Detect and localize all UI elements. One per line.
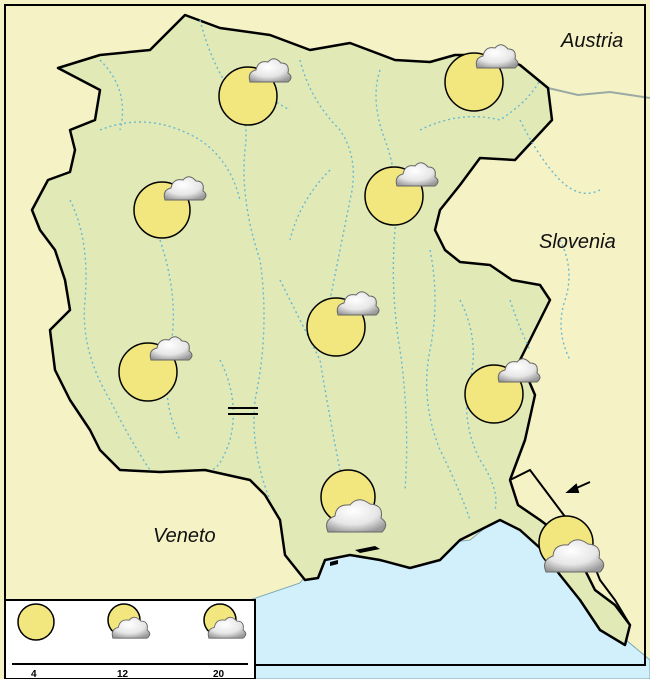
forecast-point [306, 291, 380, 357]
map-frame [4, 4, 646, 666]
lagoon-island [355, 546, 380, 553]
legend: 4 12 20 [4, 599, 256, 679]
forecast-point [538, 515, 605, 573]
forecast-point [364, 162, 439, 226]
forecast-point [133, 176, 207, 239]
arrow-icon [565, 481, 591, 493]
forecast-points [118, 44, 605, 573]
lagoon-island [330, 560, 338, 566]
forecast-point [118, 336, 193, 402]
legend-tick-label: 20 [213, 669, 225, 679]
legend-item: 12 [107, 603, 151, 679]
label-slovenia: Slovenia [539, 231, 616, 253]
legend-item: 20 [203, 603, 247, 679]
label-austria: Austria [560, 30, 623, 52]
label-veneto: Veneto [153, 525, 216, 547]
forecast-point [464, 358, 541, 424]
sun-icon [17, 603, 55, 641]
legend-tick-label: 12 [117, 669, 129, 679]
forecast-point [218, 58, 292, 126]
austria-border-line [547, 87, 650, 99]
city-marker-icon [228, 407, 258, 415]
forecast-point [444, 44, 519, 112]
legend-tick-label: 4 [31, 669, 37, 679]
forecast-point [320, 469, 387, 533]
legend-item: 4 [17, 603, 55, 679]
